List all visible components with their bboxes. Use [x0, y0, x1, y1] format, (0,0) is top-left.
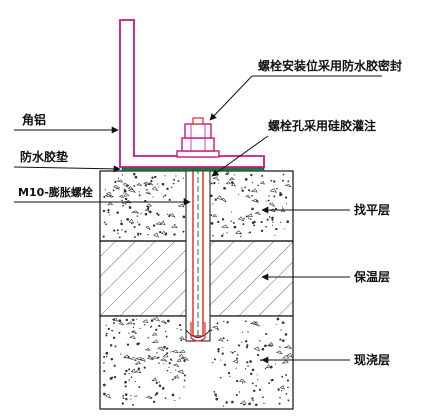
label-cast-in-place-layer: 现浇层 [354, 352, 390, 367]
leader-hole-grout [211, 135, 269, 177]
label-angle-aluminum: 角铝 [22, 112, 46, 127]
washer [176, 150, 220, 158]
leader-waterproof-pad [13, 165, 121, 173]
cast-in-place-layer-speckle [102, 317, 293, 407]
label-insulation-layer: 保温层 [353, 269, 390, 284]
label-hole-grout: 螺栓孔采用硅胶灌注 [268, 118, 376, 133]
leader-sealant [209, 75, 253, 121]
expansion-sleeve [190, 322, 206, 342]
nut-upper [184, 123, 212, 139]
label-expansion-bolt: M10-膨胀螺栓 [18, 185, 93, 199]
label-leveling-layer: 找平层 [354, 202, 390, 217]
leveling-layer-speckle [102, 170, 292, 239]
bolt-tip [192, 117, 204, 125]
nut-lower [181, 137, 215, 152]
label-waterproof-pad: 防水胶垫 [20, 149, 68, 164]
bolt-hole-bottom [185, 329, 211, 338]
label-sealant-at-bolt: 螺栓安装位采用防水胶密封 [258, 58, 402, 73]
